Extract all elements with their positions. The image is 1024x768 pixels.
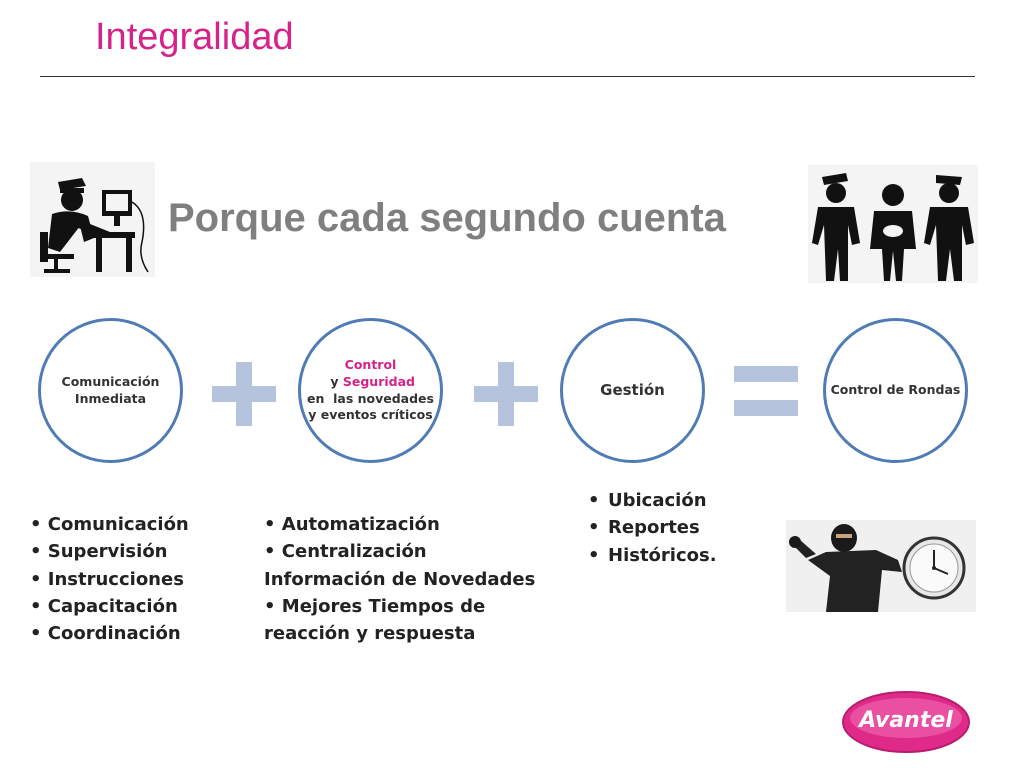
list-item: Coordinación: [30, 620, 189, 647]
circle-label-rest: en las novedades y eventos críticos: [307, 390, 439, 423]
equals-icon: [734, 366, 798, 423]
circle-label-seguridad: Seguridad: [342, 373, 415, 389]
list-item: Reportes: [588, 514, 717, 541]
list-item: Ubicación: [588, 487, 717, 514]
avantel-logo: Avantel: [841, 690, 971, 754]
plus-icon: [474, 362, 538, 431]
circle-label: Comunicación Inmediata: [61, 373, 160, 406]
bullet-list-comunicacion: Comunicación Supervisión Instrucciones C…: [30, 511, 189, 648]
circle-comunicacion-inmediata: Comunicación Inmediata: [38, 318, 183, 463]
circle-label-y: y: [326, 373, 343, 389]
circle-control-seguridad: Control y Seguridad en las novedades y e…: [298, 318, 443, 463]
tagline: Porque cada segundo cuenta: [168, 196, 726, 240]
thief-with-clock-icon: [786, 520, 976, 612]
list-item: Mejores Tiempos de reacción y respuesta: [264, 593, 549, 648]
bullet-list-gestion: Ubicación Reportes Históricos.: [588, 487, 717, 569]
bullet-list-control: Automatización Centralización Informació…: [264, 511, 549, 648]
guards-escort-icon: [808, 165, 978, 283]
title-divider: [40, 76, 975, 77]
circle-label: Gestión: [600, 381, 665, 400]
list-item: Instrucciones: [30, 566, 189, 593]
circle-gestion: Gestión: [560, 318, 705, 463]
list-item: Históricos.: [588, 542, 717, 569]
circle-label-control: Control: [344, 356, 397, 372]
circle-label: Control de Rondas: [830, 382, 961, 398]
plus-icon: [212, 362, 276, 431]
list-item: Capacitación: [30, 593, 189, 620]
logo-text: Avantel: [859, 708, 953, 733]
guard-at-computer-icon: [30, 162, 155, 277]
circle-label: Control y Seguridad en las novedades y e…: [301, 357, 440, 425]
list-item: Automatización: [264, 511, 549, 538]
list-item: Supervisión: [30, 538, 189, 565]
circle-control-de-rondas: Control de Rondas: [823, 318, 968, 463]
list-item: Comunicación: [30, 511, 189, 538]
list-item: Centralización Información de Novedades: [264, 538, 549, 593]
page-title: Integralidad: [95, 16, 294, 58]
